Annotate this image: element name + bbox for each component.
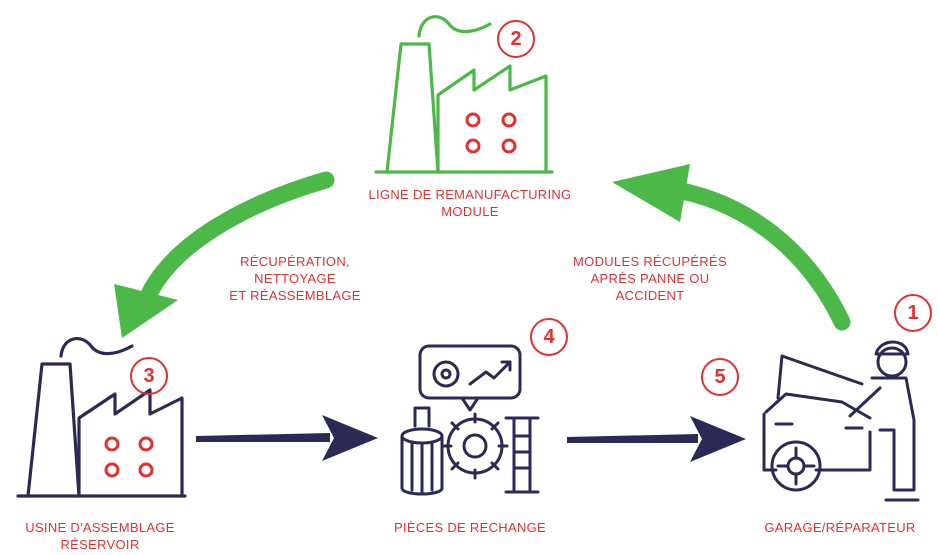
caption-line: ET RÉASSEMBLAGE: [229, 288, 361, 303]
garage-label: GARAGE/RÉPARATEUR: [764, 520, 916, 535]
spare-parts-icon: [400, 344, 540, 496]
assembly-label: USINE D'ASSEMBLAGE RÉSERVOIR: [0, 519, 200, 553]
caption-line: RÉCUPÉRATION,: [240, 254, 350, 269]
caption-line: NETTOYAGE: [254, 271, 336, 286]
mechanic-car-icon: [762, 340, 920, 502]
label-line: LIGNE DE REMANUFACTURING: [368, 187, 572, 202]
recovery-caption: RÉCUPÉRATION, NETTOYAGE ET RÉASSEMBLAGE: [210, 253, 380, 304]
step-number-badge: 1: [894, 294, 932, 332]
caption-line: APRÈS PANNE OU: [590, 271, 710, 286]
arrow-garage-to-remanufacturing: [612, 164, 851, 331]
recovered-modules-caption: MODULES RÉCUPÉRÉS APRÈS PANNE OU ACCIDEN…: [560, 253, 740, 304]
parts-label: PIÈCES DE RECHANGE: [393, 520, 547, 535]
step-number-badge: 5: [701, 358, 739, 396]
label-line: USINE D'ASSEMBLAGE: [25, 520, 175, 535]
arrow-parts-to-garage: [567, 416, 746, 462]
step-number-badge: 2: [497, 20, 535, 58]
step-number-badge: 3: [130, 357, 168, 395]
arrow-assembly-to-parts: [196, 415, 378, 461]
caption-line: ACCIDENT: [615, 288, 685, 303]
caption-line: MODULES RÉCUPÉRÉS: [573, 254, 727, 269]
arrow-remanufacturing-to-assembly: [114, 171, 335, 338]
factory-icon: [374, 15, 554, 174]
label-line: RÉSERVOIR: [60, 537, 140, 552]
remanufacturing-label: LIGNE DE REMANUFACTURING MODULE: [330, 186, 610, 220]
factory-icon: [16, 337, 187, 498]
label-line: MODULE: [441, 204, 499, 219]
step-number-badge: 4: [530, 318, 568, 356]
